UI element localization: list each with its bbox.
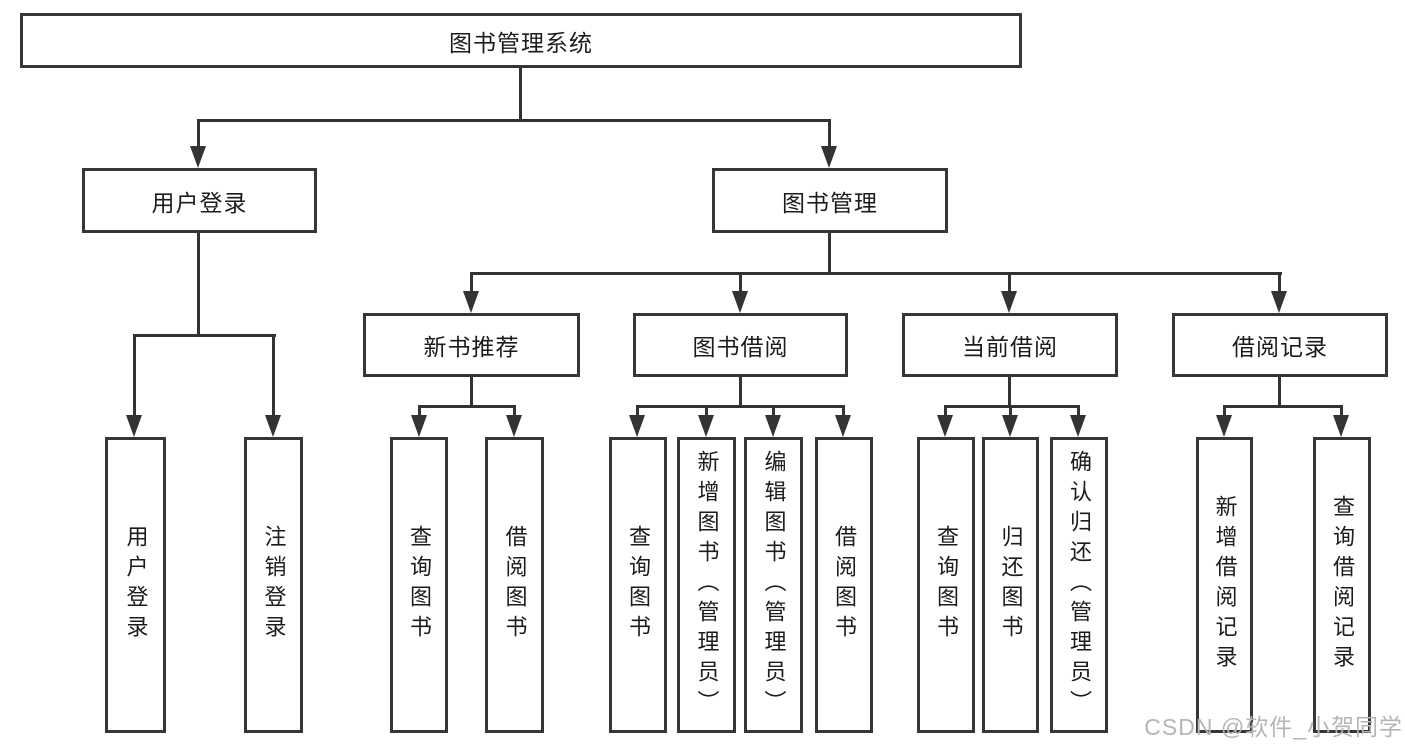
- connector-line: [1278, 272, 1281, 293]
- connector-line: [197, 233, 200, 336]
- leaf-add-book-admin: 新增图书（管理员）: [677, 437, 736, 733]
- leaf-query-books-borrow: 查询图书: [609, 437, 667, 733]
- arrow-down-icon: [1070, 415, 1086, 437]
- arrow-down-icon: [1216, 415, 1232, 437]
- arrow-down-icon: [732, 291, 748, 313]
- connector-line: [1223, 405, 1343, 408]
- connector-line: [636, 405, 845, 408]
- arrow-down-icon: [821, 146, 837, 168]
- node-book-borrow: 图书借阅: [633, 313, 848, 377]
- connector-line: [1009, 405, 1012, 417]
- leaf-borrow-books: 借阅图书: [815, 437, 873, 733]
- connector-line: [197, 119, 831, 122]
- leaf-query-books-current: 查询图书: [917, 437, 975, 733]
- arrow-down-icon: [937, 415, 953, 437]
- connector-line: [272, 334, 275, 417]
- arrow-down-icon: [765, 415, 781, 437]
- connector-line: [418, 405, 516, 408]
- leaf-edit-book-admin: 编辑图书（管理员）: [744, 437, 803, 733]
- node-root: 图书管理系统: [20, 13, 1022, 68]
- connector-line: [1077, 405, 1080, 417]
- connector-line: [828, 119, 831, 148]
- connector-line: [470, 377, 473, 407]
- leaf-return-book: 归还图书: [982, 437, 1039, 733]
- connector-line: [828, 233, 831, 274]
- connector-line: [944, 405, 1080, 408]
- arrow-down-icon: [411, 415, 427, 437]
- connector-line: [418, 405, 421, 417]
- arrow-down-icon: [265, 415, 281, 437]
- arrow-down-icon: [629, 415, 645, 437]
- leaf-logout: 注销登录: [244, 437, 303, 733]
- connector-line: [1278, 377, 1281, 407]
- connector-line: [197, 119, 200, 148]
- node-book-management: 图书管理: [712, 168, 948, 233]
- arrow-down-icon: [1001, 291, 1017, 313]
- arrow-down-icon: [1002, 415, 1018, 437]
- leaf-query-borrow-record: 查询借阅记录: [1313, 437, 1371, 733]
- arrow-down-icon: [698, 415, 714, 437]
- leaf-query-books-recommend: 查询图书: [390, 437, 448, 733]
- connector-line: [1008, 272, 1011, 293]
- connector-line: [1223, 405, 1226, 417]
- arrow-down-icon: [190, 146, 206, 168]
- connector-line: [772, 405, 775, 417]
- connector-line: [513, 405, 516, 417]
- connector-line: [842, 405, 845, 417]
- connector-line: [470, 272, 473, 293]
- node-user-login: 用户登录: [82, 168, 317, 233]
- leaf-add-borrow-record: 新增借阅记录: [1196, 437, 1253, 733]
- connector-line: [739, 272, 742, 293]
- watermark: CSDN @软件_小贺同学: [1144, 714, 1403, 740]
- arrow-down-icon: [1271, 291, 1287, 313]
- connector-line: [519, 67, 522, 120]
- node-new-book-recommend: 新书推荐: [363, 313, 580, 377]
- connector-line: [470, 272, 1282, 275]
- connector-line: [944, 405, 947, 417]
- connector-line: [1340, 405, 1343, 417]
- connector-line: [636, 405, 639, 417]
- arrow-down-icon: [1333, 415, 1349, 437]
- leaf-confirm-return-admin: 确认归还（管理员）: [1050, 437, 1108, 733]
- arrow-down-icon: [506, 415, 522, 437]
- connector-line: [133, 334, 136, 417]
- node-current-borrow: 当前借阅: [902, 313, 1118, 377]
- connector-line: [1008, 377, 1011, 407]
- leaf-borrow-books-recommend: 借阅图书: [485, 437, 544, 733]
- arrow-down-icon: [835, 415, 851, 437]
- connector-line: [133, 334, 276, 337]
- leaf-user-login: 用户登录: [105, 437, 166, 733]
- connector-line: [739, 377, 742, 407]
- node-borrow-records: 借阅记录: [1172, 313, 1388, 377]
- arrow-down-icon: [126, 415, 142, 437]
- arrow-down-icon: [463, 291, 479, 313]
- connector-line: [705, 405, 708, 417]
